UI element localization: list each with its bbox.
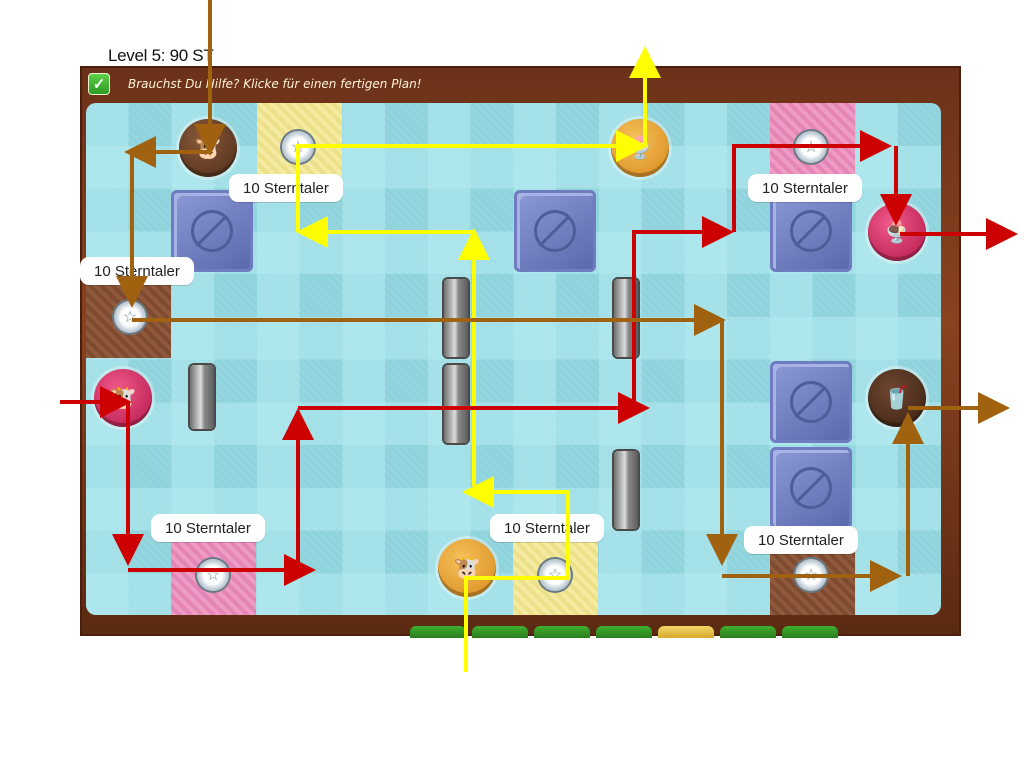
no-entry-icon [191, 210, 233, 252]
brown-route [116, 0, 1010, 592]
yellow-route [296, 46, 661, 672]
help-text[interactable]: Brauchst Du Hilfe? Klicke für einen fert… [128, 77, 422, 91]
red-route [60, 130, 1018, 586]
piece-slot[interactable] [596, 626, 652, 638]
piece-slot-selected[interactable] [658, 626, 714, 638]
blocked-tile [770, 447, 852, 529]
cow-icon: 🐮 [453, 555, 481, 580]
star-coin: ☆ [197, 559, 229, 591]
star-coin: ☆ [539, 559, 571, 591]
coin-reward-label: 10 Sterntaler [151, 514, 265, 542]
piece-slot[interactable] [410, 626, 466, 638]
blocked-tile [514, 190, 596, 272]
piece-toolbar [410, 626, 838, 638]
coin-reward-label: 10 Sterntaler [229, 174, 343, 202]
piece-slot[interactable] [534, 626, 590, 638]
pipe-vertical[interactable] [614, 451, 638, 529]
blocked-tile [770, 190, 852, 272]
blocked-tile [770, 361, 852, 443]
level-title: Level 5: 90 ST [108, 46, 214, 65]
no-entry-icon [790, 210, 832, 252]
help-checkbox[interactable]: ✓ [88, 73, 110, 95]
coin-reward-label: 10 Sterntaler [744, 526, 858, 554]
piece-slot[interactable] [472, 626, 528, 638]
no-entry-icon [790, 381, 832, 423]
piece-slot[interactable] [720, 626, 776, 638]
coin-reward-label: 10 Sterntaler [748, 174, 862, 202]
help-bar[interactable]: ✓ Brauchst Du Hilfe? Klicke für einen fe… [88, 72, 422, 96]
no-entry-icon [534, 210, 576, 252]
red-route-segment [632, 216, 734, 408]
yellow-route-segment [462, 476, 570, 672]
pipe-vertical[interactable] [190, 365, 214, 429]
pipe-vertical[interactable] [444, 365, 468, 443]
piece-slot[interactable] [782, 626, 838, 638]
drink-icon: 🥤 [883, 385, 911, 410]
yellow-route-segment [296, 130, 648, 232]
red-route-segment [732, 130, 892, 232]
no-entry-icon [790, 467, 832, 509]
